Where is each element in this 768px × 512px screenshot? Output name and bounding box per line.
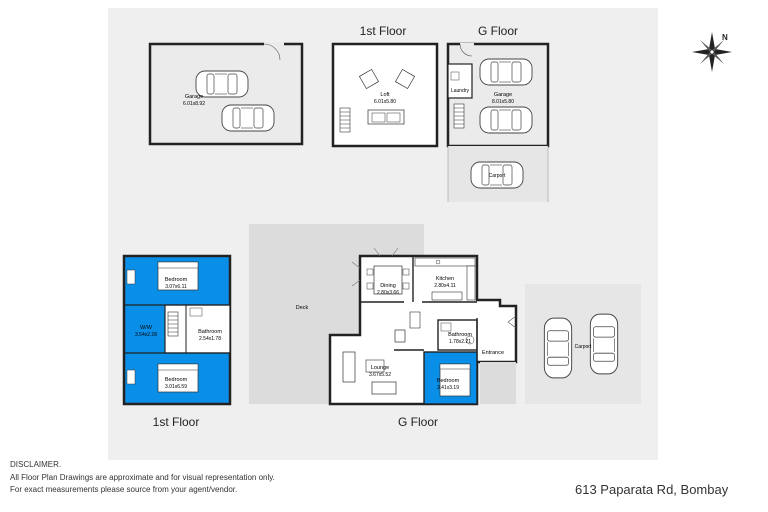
bathroom-upper-name: Bathroom <box>198 329 222 335</box>
wiw-name: W/W <box>140 325 153 331</box>
ground-floor-plan: Deck Bedroom 3.41x3.19 Dining 2.80x3.66 … <box>249 224 518 406</box>
garage-right-name: Garage <box>494 92 512 98</box>
disclaimer-line-1: All Floor Plan Drawings are approximate … <box>10 472 275 482</box>
carport-right: Carport <box>525 284 641 404</box>
bedroom1-name: Bedroom <box>165 277 188 283</box>
bedroom2-name: Bedroom <box>165 377 188 383</box>
loft: Loft 6.01x5.80 <box>331 42 439 148</box>
bedroom-ground-dims: 3.41x3.19 <box>437 385 459 391</box>
lounge-name: Lounge <box>371 365 389 371</box>
disclaimer-line-2: For exact measurements please source fro… <box>10 485 238 494</box>
garage-right-dims: 8.01x5.80 <box>492 99 514 105</box>
compass-north-label: N <box>722 33 728 42</box>
disclaimer-title: DISCLAIMER. <box>10 460 62 469</box>
dining-dims: 2.80x3.66 <box>377 290 399 296</box>
garage-left-dims: 6.01x8.92 <box>183 101 205 107</box>
bathroom-ground-dims: 1.78x2.21 <box>449 339 471 345</box>
first-floor-plan: Bedroom 3.07x6.11 W/W 3.54x2.28 Bathroom… <box>122 254 232 406</box>
heading-bottom-ground-floor: G Floor <box>398 415 438 429</box>
bathroom-upper-dims: 2.54x1.78 <box>199 336 221 342</box>
garage-left-name: Garage <box>185 94 203 100</box>
garage-left: Garage 6.01x8.92 <box>148 42 304 146</box>
dining-name: Dining <box>380 283 396 289</box>
loft-dims: 6.01x5.80 <box>374 99 396 105</box>
bedroom2-dims: 3.01x6.59 <box>165 384 187 390</box>
bedroom1-dims: 3.07x6.11 <box>165 284 187 290</box>
kitchen-name: Kitchen <box>436 276 454 282</box>
carport-top-name: Carport <box>489 173 506 179</box>
heading-top-ground-floor: G Floor <box>478 24 518 38</box>
bedroom-ground-name: Bedroom <box>437 378 460 384</box>
disclaimer: DISCLAIMER. All Floor Plan Drawings are … <box>10 459 275 497</box>
entrance-name: Entrance <box>482 350 504 356</box>
garage-right: Laundry Garage 8.01x5.80 <box>446 42 550 148</box>
wiw-dims: 3.54x2.28 <box>135 332 157 338</box>
property-address: 613 Paparata Rd, Bombay <box>575 482 729 497</box>
carport-top: Carport <box>447 146 549 202</box>
bathroom-ground-name: Bathroom <box>448 332 472 338</box>
heading-top-first-floor: 1st Floor <box>360 24 407 38</box>
lounge-dims: 3.67x5.52 <box>369 372 391 378</box>
heading-bottom-first-floor: 1st Floor <box>153 415 200 429</box>
compass-rose-icon: N <box>692 32 732 72</box>
carport-right-name: Carport <box>575 344 592 350</box>
loft-name: Loft <box>380 92 390 98</box>
deck-name: Deck <box>296 305 309 311</box>
laundry-name: Laundry <box>451 88 470 94</box>
kitchen-dims: 2.80x4.11 <box>434 283 456 289</box>
